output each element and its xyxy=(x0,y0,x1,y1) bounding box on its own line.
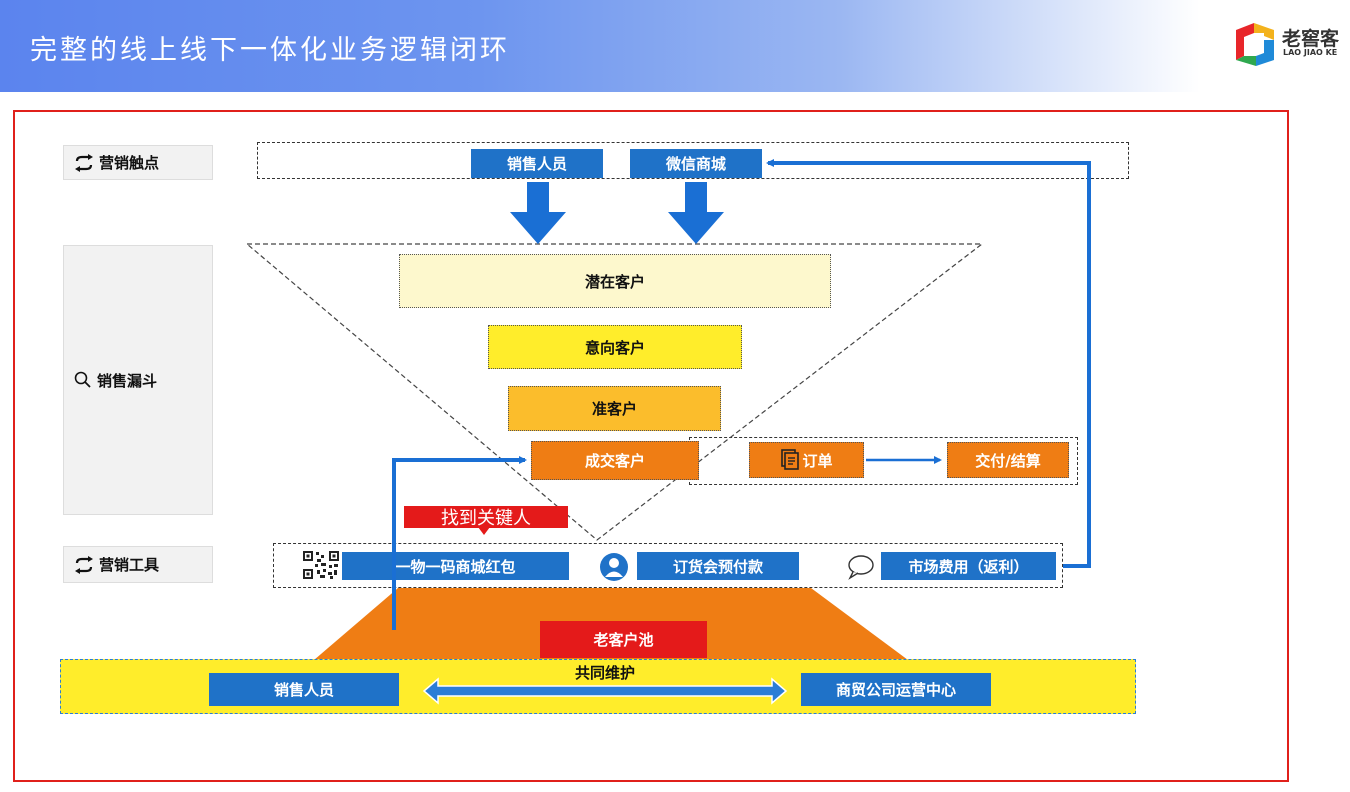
logo-name-cn: 老窖客 xyxy=(1282,28,1340,50)
touchpoint-sales-staff: 销售人员 xyxy=(471,149,603,178)
tool-market-fee: 市场费用（返利） xyxy=(881,552,1056,580)
logo-name-en: LAO JIAO KE xyxy=(1283,48,1338,57)
old-customer-pool: 老客户池 xyxy=(540,621,707,658)
person-icon xyxy=(600,553,628,581)
delivery-settlement-box: 交付/结算 xyxy=(947,442,1069,478)
tool-qr-redpacket: 一物一码商城红包 xyxy=(342,552,569,580)
logo-mark-icon xyxy=(1236,23,1274,66)
qr-code-icon xyxy=(303,551,339,579)
old-customer-pool-label: 老客户池 xyxy=(593,631,654,649)
row-label-funnel: 销售漏斗 xyxy=(63,245,213,515)
cycle-arrows-icon xyxy=(75,555,93,574)
magnifier-icon xyxy=(74,371,91,388)
key-person-label: 找到关键人 xyxy=(441,508,531,529)
row-label-text: 销售漏斗 xyxy=(97,371,158,390)
base-sales-staff: 销售人员 xyxy=(209,673,399,706)
wechat-mall-down-arrow xyxy=(668,182,724,244)
speech-bubble-icon xyxy=(848,555,874,580)
row-label-text: 营销触点 xyxy=(99,154,160,172)
tools-container xyxy=(273,543,1063,588)
retention-loop-arrow xyxy=(392,456,527,630)
brand-logo: 老窖客 LAO JIAO KE xyxy=(1232,20,1344,70)
key-person-pointer xyxy=(478,527,490,535)
base-operations-center: 商贸公司运营中心 xyxy=(801,673,991,706)
funnel-stage-prospective: 准客户 xyxy=(508,386,721,431)
joint-maintenance-double-arrow xyxy=(422,677,788,705)
row-label-touchpoints: 营销触点 xyxy=(63,145,213,180)
row-label-tools: 营销工具 xyxy=(63,546,213,583)
order-label: 订单 xyxy=(802,451,833,470)
diagram-frame xyxy=(13,110,1289,782)
key-person-banner: 找到关键人 xyxy=(404,506,568,529)
header-banner: 完整的线上线下一体化业务逻辑闭环 xyxy=(0,0,1200,92)
cycle-arrows-icon xyxy=(75,153,93,172)
tool-prepay: 订货会预付款 xyxy=(637,552,799,580)
feedback-loop-arrow xyxy=(766,159,1091,568)
funnel-stage-intent: 意向客户 xyxy=(488,325,742,369)
funnel-stage-closed: 成交客户 xyxy=(531,441,699,480)
joint-maintenance-label: 共同维护 xyxy=(575,664,636,682)
order-box: 订单 xyxy=(749,442,864,478)
touchpoint-wechat-mall: 微信商城 xyxy=(630,149,762,178)
funnel-stage-potential: 潜在客户 xyxy=(399,254,831,308)
sales-staff-down-arrow xyxy=(510,182,566,244)
document-icon xyxy=(781,449,800,470)
touchpoints-container xyxy=(257,142,1129,179)
row-label-text: 营销工具 xyxy=(99,556,160,574)
page-title: 完整的线上线下一体化业务逻辑闭环 xyxy=(30,35,510,66)
